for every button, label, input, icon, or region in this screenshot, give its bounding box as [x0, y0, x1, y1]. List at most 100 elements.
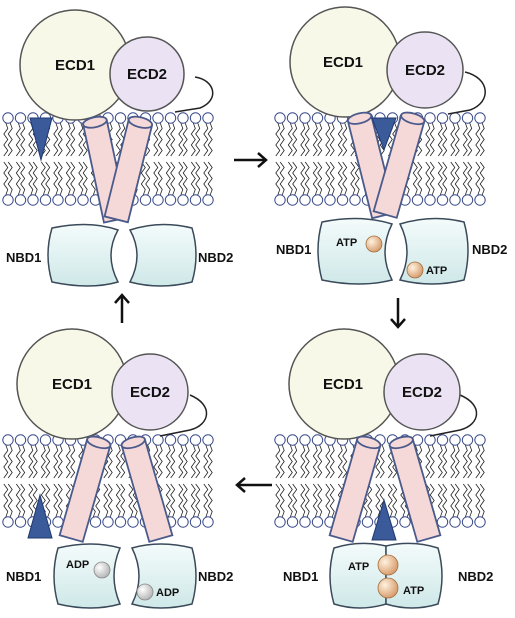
nbd2-domain — [385, 542, 443, 609]
lipid-tail — [292, 444, 298, 479]
lipid-head — [2, 194, 14, 206]
lipid-tail — [450, 122, 456, 157]
lipid-tail — [170, 444, 176, 479]
nucleotide-label-2: ATP — [426, 265, 447, 277]
lipid-tail — [454, 161, 460, 196]
lipid-tail — [337, 444, 343, 479]
lipid-tail — [279, 483, 285, 518]
lipid-tail — [82, 161, 88, 196]
lipid-head — [336, 194, 349, 206]
nbd1-label: NBD1 — [276, 242, 311, 257]
lipid-tail — [170, 161, 176, 196]
lipid-tail — [429, 444, 435, 479]
lipid-tail — [479, 483, 485, 518]
lipid-tail — [153, 122, 159, 157]
lipid-head — [202, 194, 214, 206]
lipid-tail — [207, 122, 213, 157]
lipid-tail — [115, 122, 121, 157]
lipid-tail — [15, 161, 21, 196]
lipid-tail — [379, 444, 385, 479]
lipid-tail — [475, 483, 481, 518]
lipid-head — [299, 194, 311, 206]
lipid-head — [461, 434, 474, 446]
lipid-tail — [78, 161, 84, 196]
lipid-head — [449, 434, 461, 446]
arrow-down-icon — [390, 298, 406, 329]
lipid-tail — [292, 161, 298, 196]
lipid-tail — [287, 444, 293, 479]
lipid-tail — [475, 122, 481, 157]
lipid-head — [274, 112, 286, 124]
lipid-tail — [165, 483, 171, 518]
lipid-tail — [45, 444, 51, 479]
lipid-tail — [170, 122, 176, 157]
substrate-triangle — [371, 498, 397, 541]
lipid-tail — [467, 161, 473, 196]
lipid-tail — [337, 122, 343, 157]
lipid-head — [436, 112, 449, 124]
nbd2-domain — [128, 223, 197, 287]
ecd1-label: ECD1 — [323, 376, 363, 393]
lipid-tail — [20, 444, 26, 479]
lipid-head — [311, 516, 324, 528]
lipid-head — [14, 112, 27, 124]
lipid-head — [399, 516, 411, 528]
lipid-tail — [40, 161, 46, 196]
transmembrane-helix — [120, 435, 174, 543]
lipid-tail — [375, 483, 381, 518]
lipid-tail — [287, 122, 293, 157]
nbd1-label: NBD1 — [6, 250, 41, 265]
lipid-tail — [425, 122, 431, 157]
lipid-tail — [182, 161, 188, 196]
tether-line — [447, 71, 486, 115]
lipid-head — [411, 194, 424, 206]
lipid-tail — [207, 483, 213, 518]
lipid-head — [2, 112, 14, 124]
atp-ball — [377, 554, 399, 576]
lipid-tail — [317, 444, 323, 479]
nbd1-label: NBD1 — [283, 569, 318, 584]
ecd2-domain — [111, 353, 189, 431]
lipid-head — [139, 194, 152, 206]
nbd1-label: NBD1 — [6, 569, 41, 584]
nucleotide-label-2: ADP — [156, 587, 179, 599]
ecd1-label: ECD1 — [323, 54, 363, 71]
lipid-tail — [45, 483, 51, 518]
lipid-head — [189, 194, 202, 206]
lipid-tail — [292, 483, 298, 518]
lipid-head — [152, 434, 164, 446]
lipid-tail — [317, 122, 323, 157]
lipid-tail — [292, 122, 298, 157]
lipid-head — [39, 434, 52, 446]
lipid-head — [286, 112, 299, 124]
lipid-tail — [300, 122, 306, 157]
lipid-tail — [479, 161, 485, 196]
lipid-head — [14, 194, 27, 206]
lipid-head — [189, 516, 202, 528]
lipid-tail — [342, 161, 348, 196]
lipid-tail — [145, 161, 151, 196]
lipid-tail — [329, 122, 335, 157]
arrow-up-icon — [114, 293, 130, 323]
transmembrane-helix — [388, 435, 442, 543]
ecd1-label: ECD1 — [55, 57, 95, 74]
nbd1-domain — [317, 217, 394, 285]
lipid-tail — [128, 483, 134, 518]
lipid-tail — [203, 122, 209, 157]
lipid-tail — [312, 444, 318, 479]
transmembrane-helix — [103, 115, 154, 224]
lipid-head — [77, 194, 89, 206]
lipid-tail — [437, 444, 443, 479]
lipid-tail — [32, 161, 38, 196]
lipid-tail — [45, 161, 51, 196]
lipid-head — [114, 112, 127, 124]
lipid-tail — [70, 122, 76, 157]
lipid-tail — [417, 161, 423, 196]
lipid-head — [2, 434, 14, 446]
lipid-tail — [15, 122, 21, 157]
lipid-tail — [304, 161, 310, 196]
lipid-head — [189, 434, 202, 446]
lipid-tail — [157, 444, 163, 479]
lipid-tail — [178, 161, 184, 196]
lipid-tail — [387, 483, 393, 518]
